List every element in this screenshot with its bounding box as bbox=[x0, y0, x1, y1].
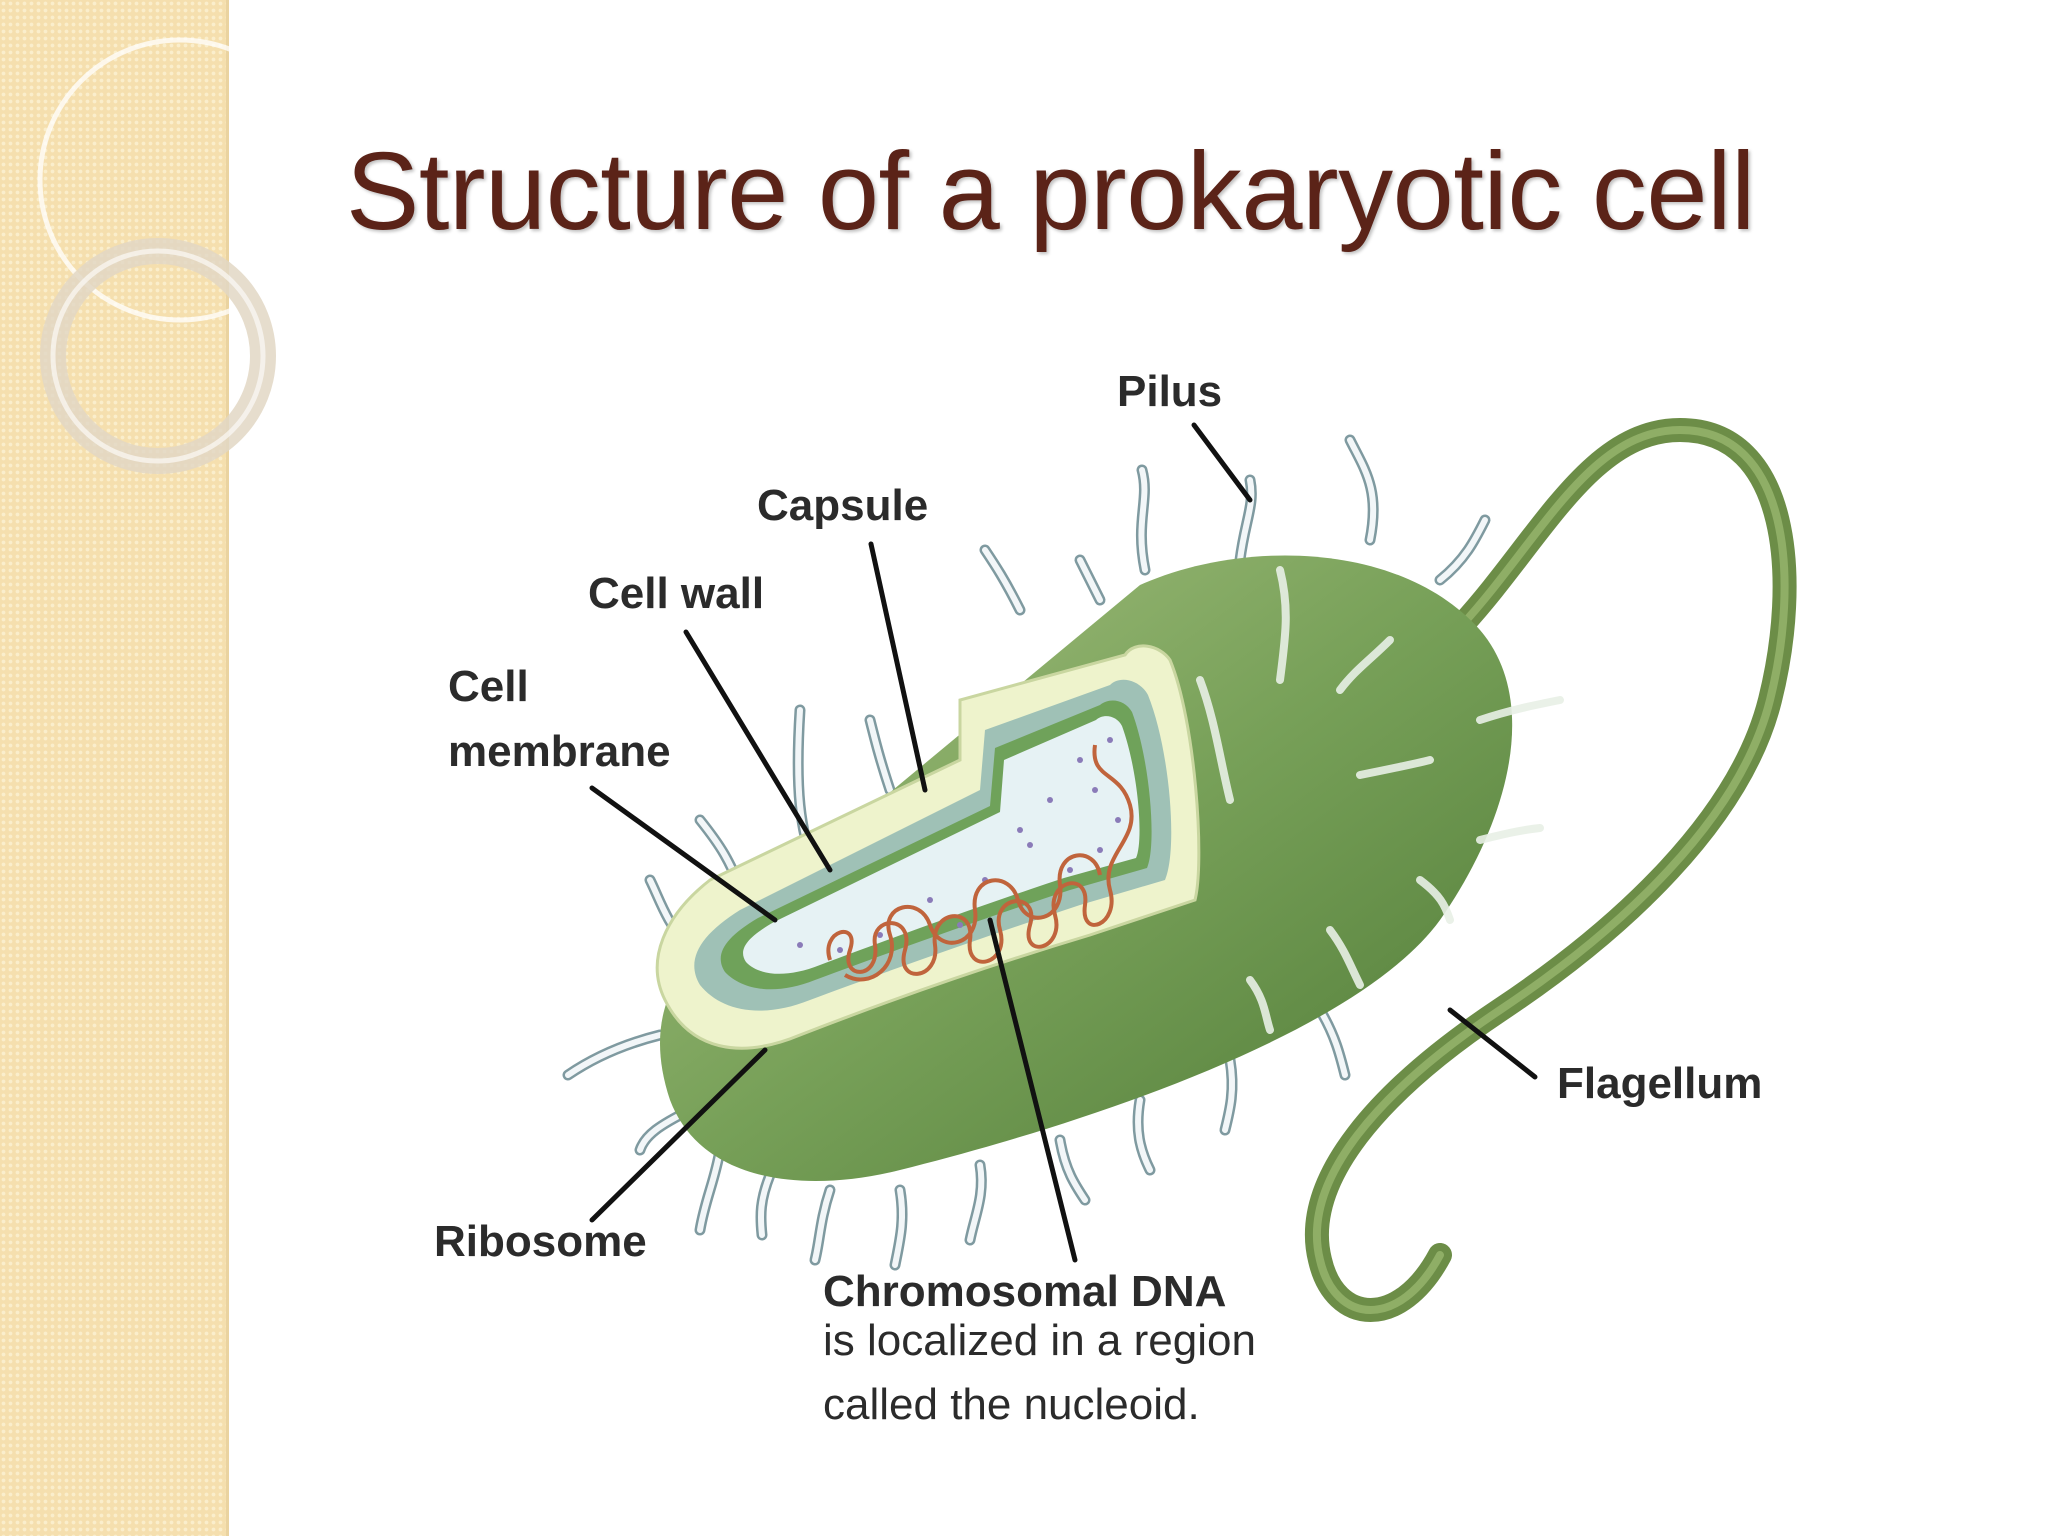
label-ribosome: Ribosome bbox=[434, 1217, 647, 1266]
nucleoid-note: is localized in a region called the nucl… bbox=[823, 1309, 1256, 1437]
leader-lines bbox=[589, 422, 1538, 1263]
label-cell-membrane-line2: membrane bbox=[448, 727, 671, 776]
slide-title: Structure of a prokaryotic cell bbox=[346, 130, 1755, 253]
decorative-rings bbox=[37, 37, 300, 474]
label-cell-wall: Cell wall bbox=[588, 569, 765, 618]
cytoplasm bbox=[743, 716, 1140, 974]
ribosomes bbox=[797, 737, 1121, 953]
label-capsule: Capsule bbox=[757, 481, 929, 530]
label-pilus: Pilus bbox=[1117, 367, 1223, 416]
nucleoid-note-line2: called the nucleoid. bbox=[823, 1380, 1200, 1429]
label-chromosomal-dna: Chromosomal DNA bbox=[823, 1267, 1227, 1316]
nucleoid-note-line1: is localized in a region bbox=[823, 1316, 1256, 1365]
label-cell-membrane-line1: Cell bbox=[448, 662, 529, 711]
chromosomal-dna bbox=[826, 744, 1134, 982]
label-flagellum: Flagellum bbox=[1557, 1059, 1763, 1108]
sidebar-edge bbox=[226, 0, 229, 1536]
